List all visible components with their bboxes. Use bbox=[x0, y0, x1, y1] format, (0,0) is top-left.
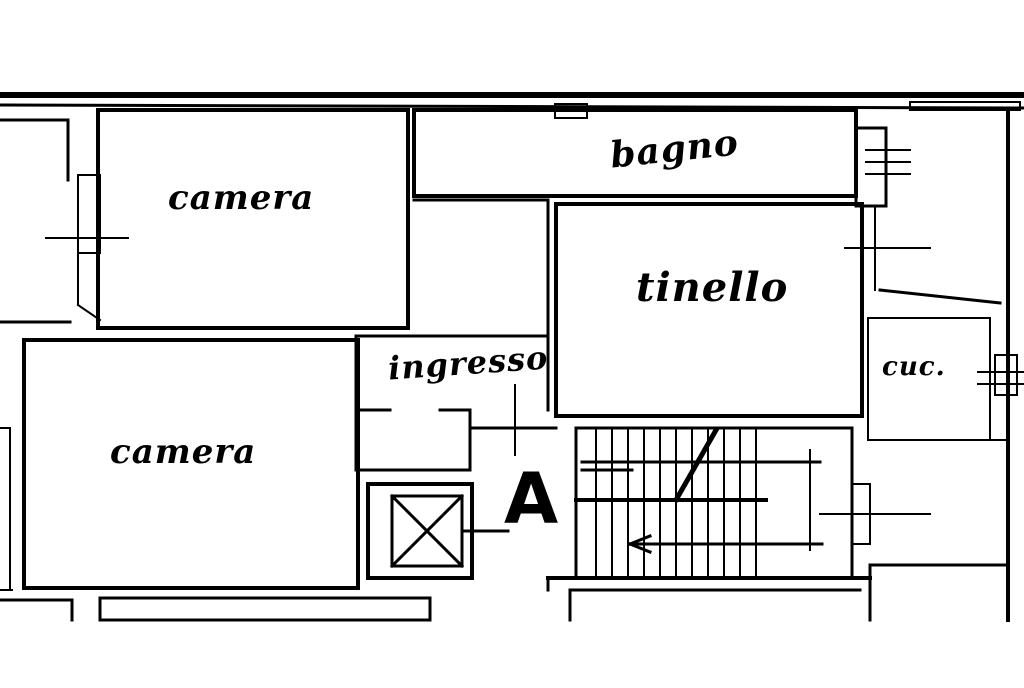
room-label-cucina: cuc. bbox=[882, 352, 946, 382]
lift-shaft bbox=[366, 482, 510, 580]
room-label-camera-bottom: camera bbox=[110, 432, 257, 472]
bottom-walls bbox=[0, 563, 1010, 622]
room-label-camera-top: camera bbox=[168, 178, 315, 218]
room-camera-bottom bbox=[22, 338, 360, 590]
room-tinello bbox=[546, 198, 931, 418]
room-cucina bbox=[867, 108, 1024, 622]
room-label-tinello: tinello bbox=[636, 264, 789, 311]
outer-top-wall bbox=[0, 92, 1024, 119]
room-camera-top bbox=[45, 108, 410, 330]
staircase bbox=[574, 426, 931, 580]
stair-label: A bbox=[504, 458, 560, 540]
left-edge-wall bbox=[0, 118, 72, 591]
room-bagno bbox=[412, 108, 911, 208]
